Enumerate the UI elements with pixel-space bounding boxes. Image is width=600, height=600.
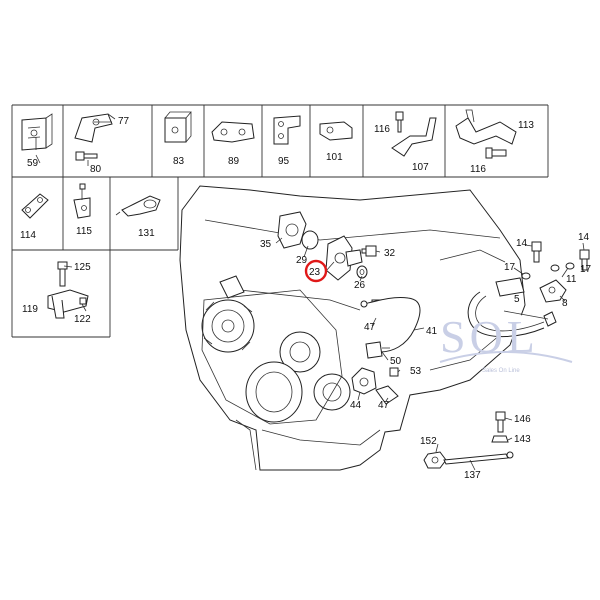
part-label-89: 89 [228,156,240,167]
bracket-77-drawing [74,113,116,143]
watermark-logo: SOL Sales On Line [439,311,573,374]
part-label-122: 122 [74,314,91,325]
clip-5-drawing [543,311,557,327]
bracket-107-drawing [391,111,437,157]
bracket-113-drawing [455,109,517,159]
bolt-47-lower-drawing [375,385,399,405]
part-label-26: 26 [354,280,366,291]
part-label-77: 77 [118,116,130,127]
part-label-14-right: 14 [578,232,590,243]
bracket-114-drawing [21,193,49,219]
part-label-125: 125 [74,262,91,273]
inset-grid [11,104,549,338]
cable-41-drawing [360,297,421,353]
sensor-8-drawing [539,279,567,303]
bracket-119-drawing [47,261,89,319]
part-label-83: 83 [173,156,185,167]
bolt-53-drawing [389,367,399,377]
bracket-115-drawing [73,183,91,219]
part-label-137: 137 [464,470,481,481]
gasket-35-drawing [277,211,307,249]
part-label-152: 152 [420,436,437,447]
part-label-116-right: 116 [470,164,486,175]
bolt-146-drawing [495,411,506,433]
part-label-14-left: 14 [516,238,528,249]
bracket-83-drawing [164,111,192,143]
part-label-114: 114 [20,230,36,241]
bracket-89-drawing [211,121,255,143]
seal-ring-29-drawing [301,230,319,250]
part-label-35: 35 [260,239,272,250]
part-label-5: 5 [514,294,520,305]
sensor-44-drawing [351,367,377,395]
part-label-131: 131 [138,228,155,239]
bracket-101-drawing [319,121,353,141]
part-labels: 59 77 80 83 89 95 101 116 107 113 116 11… [20,116,592,481]
part-label-116-top: 116 [374,124,390,135]
part-label-11: 11 [566,274,577,285]
part-label-143: 143 [514,434,531,445]
part-label-53: 53 [410,366,422,377]
sensor-23-drawing [325,235,363,281]
nut-152-drawing [423,451,447,469]
bracket-95-drawing [273,115,301,145]
ground-strap-137-drawing [443,451,514,465]
part-label-101: 101 [326,152,343,163]
watermark-tagline: Sales On Line [482,368,520,374]
bolt-14-right-drawing [579,249,590,271]
pulley-assembly [201,275,351,471]
hose-5-drawing [467,277,545,338]
part-label-8: 8 [562,298,568,309]
sensor-50-drawing [365,341,390,359]
bolt-80-drawing [75,151,98,161]
watermark-text: SOL [440,311,539,362]
clamp-131-drawing [115,195,161,217]
part-label-47-lower: 47 [378,400,390,411]
highlight-ring-23 [304,259,328,283]
leader-lines [35,121,585,471]
part-label-29: 29 [296,255,308,266]
part-label-17-right: 17 [580,264,592,275]
part-label-115: 115 [76,226,92,237]
part-label-17-left: 17 [504,262,516,273]
part-label-80: 80 [90,164,102,175]
part-label-47-upper: 47 [364,322,376,333]
bracket-59-drawing [21,113,53,151]
part-label-59: 59 [27,158,39,169]
part-label-32: 32 [384,248,396,259]
washer-26-drawing [356,265,368,279]
part-label-107: 107 [412,162,429,173]
bolt-14-left-drawing [531,241,542,263]
washer-143-drawing [491,435,509,443]
part-label-50: 50 [390,356,402,367]
part-label-23: 23 [309,267,321,278]
part-label-44: 44 [350,400,362,411]
washer-17-drawing [521,262,575,280]
part-label-41: 41 [426,326,438,337]
part-label-113: 113 [518,120,534,131]
part-label-119: 119 [22,304,38,315]
part-label-95: 95 [278,156,290,167]
part-label-146: 146 [514,414,531,425]
